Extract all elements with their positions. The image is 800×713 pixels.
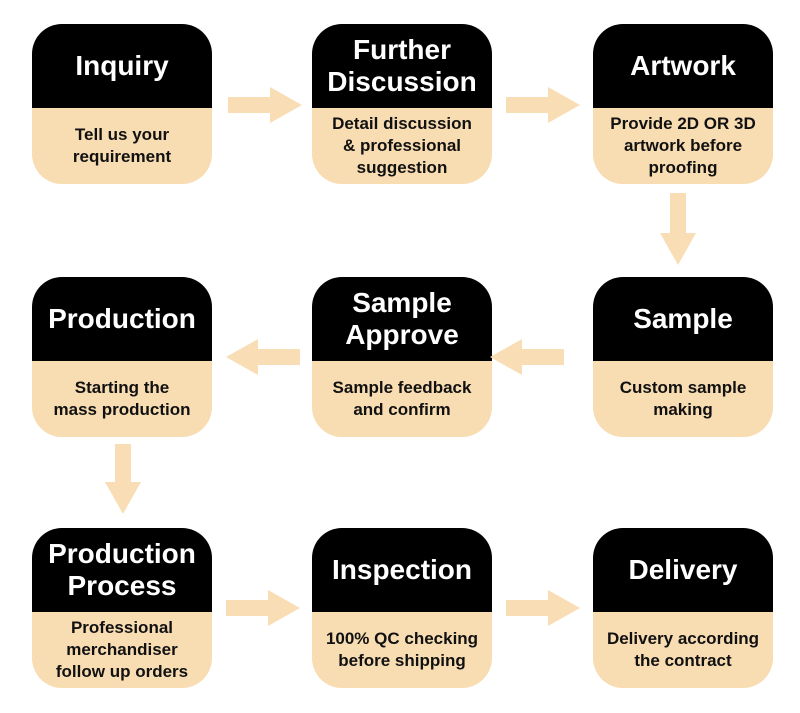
step-card-artwork: Artwork Provide 2D OR 3D artwork before … [593,24,773,184]
step-description: Custom sample making [619,378,747,419]
step-title: Sample Approve [345,287,459,350]
step-title: Inquiry [75,50,169,81]
step-card-inspection: Inspection 100% QC checking before shipp… [312,528,492,688]
step-body-production-process: Professional merchandiser follow up orde… [32,612,212,688]
step-card-sample: Sample Custom sample making [593,277,773,437]
step-body-inquiry: Tell us your requirement [32,108,212,184]
step-card-sample-approve: Sample Approve Sample feedback and confi… [312,277,492,437]
step-description: Sample feedback and confirm [332,378,472,419]
step-title: Further Discussion [327,34,477,97]
step-header-production: Production [32,277,212,361]
arrow-right-icon-inspection-to-delivery [506,590,580,626]
arrow-right-icon-production-process-to-inspection [226,590,300,626]
step-description: Tell us your requirement [72,125,172,166]
step-header-inspection: Inspection [312,528,492,612]
arrow-down-icon-artwork-to-sample [660,193,696,265]
step-header-sample-approve: Sample Approve [312,277,492,361]
step-header-further-discussion: Further Discussion [312,24,492,108]
step-title: Inspection [331,554,472,585]
step-card-production-process: Production Process Professional merchand… [32,528,212,688]
step-body-production: Starting the mass production [32,361,212,437]
step-title: Production [48,303,196,334]
step-body-further-discussion: Detail discussion & professional suggest… [312,108,492,184]
step-card-inquiry: Inquiry Tell us your requirement [32,24,212,184]
arrow-down-icon-production-to-production-process [105,444,141,514]
step-title: Artwork [630,50,736,81]
step-header-production-process: Production Process [32,528,212,612]
step-description: Delivery according the contract [606,629,760,670]
step-title: Production Process [48,538,196,601]
step-body-sample-approve: Sample feedback and confirm [312,361,492,437]
step-title: Delivery [628,554,738,585]
step-description: Provide 2D OR 3D artwork before proofing [610,114,756,177]
arrow-left-icon-sample-to-sample-approve [490,339,564,375]
step-header-sample: Sample [593,277,773,361]
step-card-further-discussion: Further Discussion Detail discussion & p… [312,24,492,184]
step-header-inquiry: Inquiry [32,24,212,108]
step-header-delivery: Delivery [593,528,773,612]
step-card-production: Production Starting the mass production [32,277,212,437]
step-body-sample: Custom sample making [593,361,773,437]
arrow-left-icon-sample-approve-to-production [226,339,300,375]
arrow-right-icon-further-discussion-to-artwork [506,87,580,123]
step-body-inspection: 100% QC checking before shipping [312,612,492,688]
arrow-right-icon-inquiry-to-further-discussion [228,87,302,123]
step-card-delivery: Delivery Delivery according the contract [593,528,773,688]
step-description: Detail discussion & professional suggest… [332,114,472,177]
step-description: Professional merchandiser follow up orde… [55,618,189,681]
step-description: Starting the mass production [53,378,191,419]
step-body-delivery: Delivery according the contract [593,612,773,688]
step-body-artwork: Provide 2D OR 3D artwork before proofing [593,108,773,184]
step-header-artwork: Artwork [593,24,773,108]
step-description: 100% QC checking before shipping [325,629,479,670]
step-title: Sample [633,303,733,334]
